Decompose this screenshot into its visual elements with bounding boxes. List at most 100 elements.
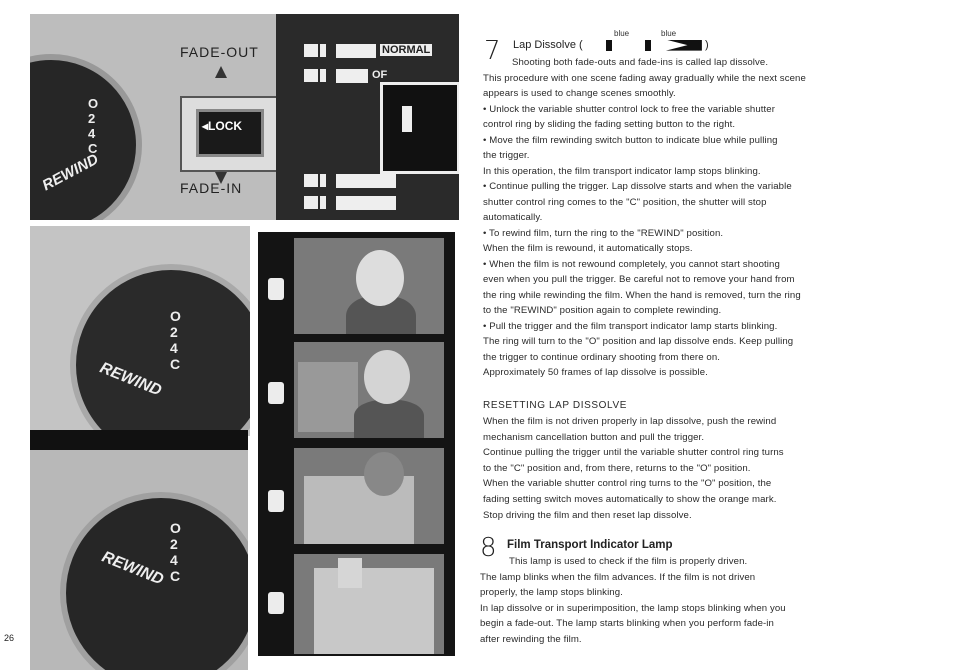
indicator-window [380,82,459,174]
section7-line: the trigger. [483,150,530,161]
section7-line: control ring by sliding the fading setti… [483,119,736,130]
resetting-line: Continue pulling the trigger until the v… [483,447,784,459]
section8-line: after rewinding the film. [480,634,582,645]
lock-button [196,109,264,157]
fade-out-label: FADE-OUT [180,44,259,60]
fade-wedge-icon [336,196,396,210]
section-number-7: 7 [484,36,501,66]
rewind-dial-photo-2: O 2 4 C REWIND [30,430,248,670]
switch-mark-icon [304,174,318,187]
fade-wedge-icon [336,69,368,83]
dial-mark-4: 4 [88,126,96,141]
normal-label: NORMAL [380,44,433,56]
fade-in-label: FADE-IN [180,180,243,196]
dial-mark-2: 2 [170,324,178,340]
film-frame [294,342,444,438]
of-label: OF [372,69,388,81]
blue-switch-icon [605,39,612,51]
section7-line: • Move the film rewinding switch button … [483,134,778,146]
section8-line: This lamp is used to check if the film i… [509,556,748,567]
section7-line: When the film is rewound, it automatical… [483,243,693,254]
section7-line: • Continue pulling the trigger. Lap diss… [483,181,792,192]
film-frame [294,238,444,334]
section8-line: begin a fade-out. The lamp starts blinki… [480,618,774,630]
section7-line: In this operation, the film transport in… [483,165,761,177]
section7-line: • Unlock the variable shutter control lo… [483,103,776,115]
icon-caption-blue-2: blue [661,29,677,38]
switch-mark-icon [304,196,318,209]
switch-mark-icon [320,174,326,187]
resetting-line: to the "C" position and, from there, ret… [483,462,751,474]
film-perforation [268,382,284,404]
section7-line: even when you pull the trigger. Be caref… [483,274,795,285]
section-7-title-text: Lap Dissolve ( [513,39,583,51]
rewind-dial [30,54,142,220]
dial-mark-c: C [170,356,181,372]
section-7-title-close: ) [704,39,709,51]
fade-wedge-icon [336,44,376,58]
fade-wedge-icon [336,174,396,188]
section-number-8: 8 [480,533,497,563]
blue-switch-icon [644,39,651,51]
film-perforation [268,490,284,512]
dial-mark-o: O [170,520,181,536]
rewind-dial-photo: O 2 4 C REWIND [30,226,250,436]
section7-line: • Pull the trigger and the film transpor… [483,320,778,332]
film-perforation [268,278,284,300]
resetting-line: When the variable shutter control ring t… [483,478,772,490]
resetting-line: mechanism cancellation button and pull t… [483,431,705,443]
resetting-line: When the film is not driven properly in … [483,416,777,427]
arrow-up-icon [215,66,227,78]
dial-mark-4: 4 [170,340,178,356]
section7-line: the trigger to continue ordinary shootin… [483,351,721,363]
section8-line: In lap dissolve or in superimposition, t… [480,602,786,614]
rewind-dial [70,264,250,436]
film-frame [294,554,444,654]
section7-line: Shooting both fade-outs and fade-ins is … [512,57,769,68]
section7-line: Approximately 50 frames of lap dissolve … [483,367,708,378]
dial-marks: O 2 4 C [170,308,181,372]
camera-edge [30,430,248,450]
section7-line: appears is used to change scenes smoothl… [483,88,676,99]
section7-line: shutter control ring comes to the "C" po… [483,196,767,208]
section8-line: properly, the lamp stops blinking. [480,587,623,599]
arrow-down-icon [215,172,227,184]
section7-line: the ring while rewinding the film. When … [483,289,801,301]
dial-marks: O 2 4 C [88,96,98,156]
resetting-title: RESETTING LAP DISSOLVE [483,400,627,411]
section7-line: to the "REWIND" position again to comple… [483,305,722,316]
section7-line: The ring will turn to the "O" position a… [483,336,794,347]
film-frame [294,448,444,544]
dial-mark-c: C [170,568,181,584]
switch-mark-icon [320,69,326,82]
section8-line: The lamp blinks when the film advances. … [480,571,756,583]
section-8-title: Film Transport Indicator Lamp [507,539,673,551]
section7-line: • To rewind film, turn the ring to the "… [483,227,724,239]
switch-mark-icon [304,69,318,82]
film-perforation [268,592,284,614]
resetting-line: Stop driving the film and then reset lap… [483,509,692,521]
indicator-bar [402,106,412,132]
dial-mark-o: O [88,96,99,111]
resetting-line: fading setting switch moves automaticall… [483,494,777,505]
page-number: 26 [4,633,15,643]
film-strip [258,232,455,656]
dial-mark-o: O [170,308,181,324]
dial-mark-c: C [88,141,98,156]
switch-mark-icon [320,44,326,57]
switch-mark-icon [320,196,326,209]
section7-line: automatically. [483,212,543,223]
switch-mark-icon [304,44,318,57]
lap-dissolve-wedge-icon [665,39,702,51]
dial-mark-2: 2 [170,536,178,552]
lock-label: ◂LOCK [202,119,243,133]
dial-mark-2: 2 [88,111,96,126]
dial-marks: O 2 4 C [170,520,181,584]
icon-caption-blue-1: blue [614,29,630,38]
dial-mark-4: 4 [170,552,178,568]
fade-control-photo: O 2 4 C REWIND FADE-OUT ◂LOCK FADE-IN NO… [30,14,459,220]
section-7-title: Lap Dissolve ( ) [513,39,709,51]
section7-line: • When the film is not rewound completel… [483,258,780,270]
section7-line: This procedure with one scene fading awa… [483,72,806,84]
rewind-dial [60,492,248,670]
